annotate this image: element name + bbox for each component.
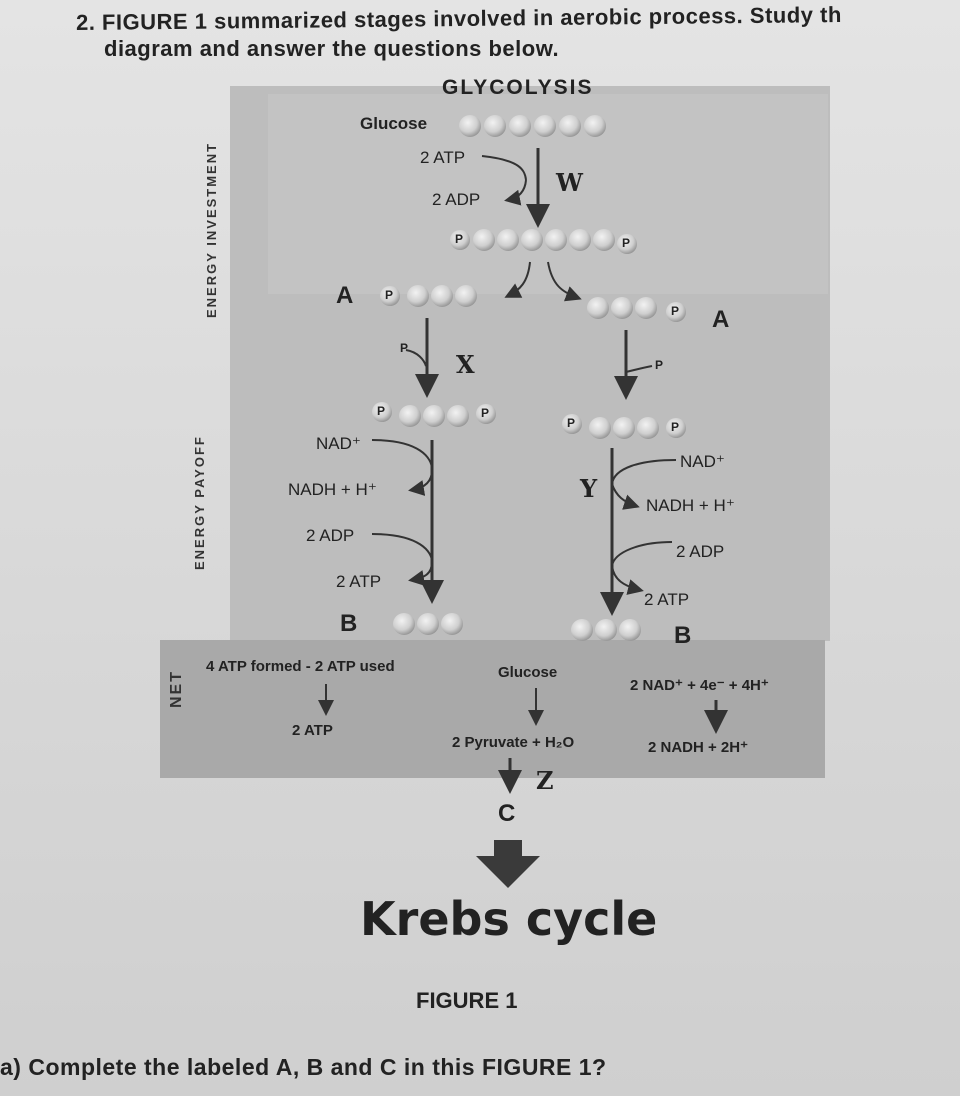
phosphate-icon: P [400, 341, 409, 355]
phosphate-icon: P [655, 358, 664, 372]
part-a-question: a) Complete the labeled A, B and C in th… [0, 1054, 607, 1080]
left-atp-curve [408, 561, 433, 586]
phosphate-icon: P [481, 406, 490, 420]
net-glucose: Glucose [498, 664, 558, 681]
phosphate-icon: P [671, 420, 680, 434]
adp-out-label: 2 ADP [432, 190, 481, 209]
net-atp-bottom: 2 ATP [292, 722, 333, 739]
right-nad-curve [611, 459, 677, 485]
phosphate-icon: P [567, 416, 576, 430]
phosphate-icon: P [385, 288, 394, 302]
krebs-block-arrow [476, 840, 540, 888]
right-phosphate-curve [625, 365, 653, 373]
net-atp-top: 4 ATP formed - 2 ATP used [206, 658, 395, 675]
label-c: C [498, 800, 516, 827]
label-a-right: A [712, 306, 730, 333]
phosphate-icon: P [622, 236, 631, 250]
label-b-left: B [340, 610, 358, 637]
left-adp-label: 2 ADP [306, 526, 355, 545]
phosphate-icon: P [455, 232, 464, 246]
figure-caption: FIGURE 1 [416, 988, 518, 1013]
left-nad-curve [371, 439, 433, 471]
right-nadh-label: NADH + H⁺ [646, 496, 735, 515]
left-pyruvate [393, 613, 463, 635]
label-x: X [456, 350, 475, 379]
split-arrow-right [547, 261, 582, 302]
right-atp-curve [611, 565, 644, 595]
krebs-cycle-label: Krebs cycle [360, 892, 658, 946]
label-w: W [556, 168, 583, 197]
right-nadh-curve [611, 483, 640, 510]
left-nad-label: NAD⁺ [316, 434, 361, 453]
split-arrow-left [504, 261, 531, 298]
left-nadh-label: NADH + H⁺ [288, 480, 377, 499]
right-nad-label: NAD⁺ [680, 452, 725, 471]
phosphate-icon: P [377, 404, 386, 418]
right-bisphosphoglycerate [562, 414, 686, 439]
glucose-label: Glucose [360, 114, 428, 133]
label-z: Z [536, 766, 554, 795]
fructose-bisphosphate [450, 229, 637, 254]
label-y: Y [580, 474, 598, 503]
left-g3p [380, 285, 477, 307]
glucose-molecule [459, 115, 606, 137]
net-nad: 2 NAD⁺ + 4e⁻ + 4H⁺ [630, 677, 769, 694]
atp-in-label: 2 ATP [420, 148, 466, 167]
left-adp-curve [371, 533, 433, 563]
x-phosphate-curve [405, 349, 427, 367]
right-adp-label: 2 ADP [676, 542, 725, 561]
phosphate-icon: P [671, 304, 680, 318]
net-pyruvate: 2 Pyruvate + H₂O [452, 734, 575, 751]
right-adp-curve [611, 541, 673, 567]
net-nadh: 2 NADH + 2H⁺ [648, 739, 749, 756]
left-nadh-curve [408, 469, 433, 496]
left-bisphosphoglycerate [372, 402, 496, 427]
left-atp-label: 2 ATP [336, 572, 382, 591]
right-pyruvate [571, 619, 641, 641]
adp-out-curve [504, 179, 527, 206]
right-atp-label: 2 ATP [644, 590, 690, 609]
atp-in-curve [481, 155, 527, 181]
label-a-left: A [336, 282, 354, 309]
net-band [160, 640, 825, 778]
question-line-2: diagram and answer the questions below. [104, 36, 560, 61]
label-b-right: B [674, 622, 692, 649]
diagram-title: GLYCOLYSIS [442, 76, 594, 99]
right-g3p [587, 297, 686, 322]
